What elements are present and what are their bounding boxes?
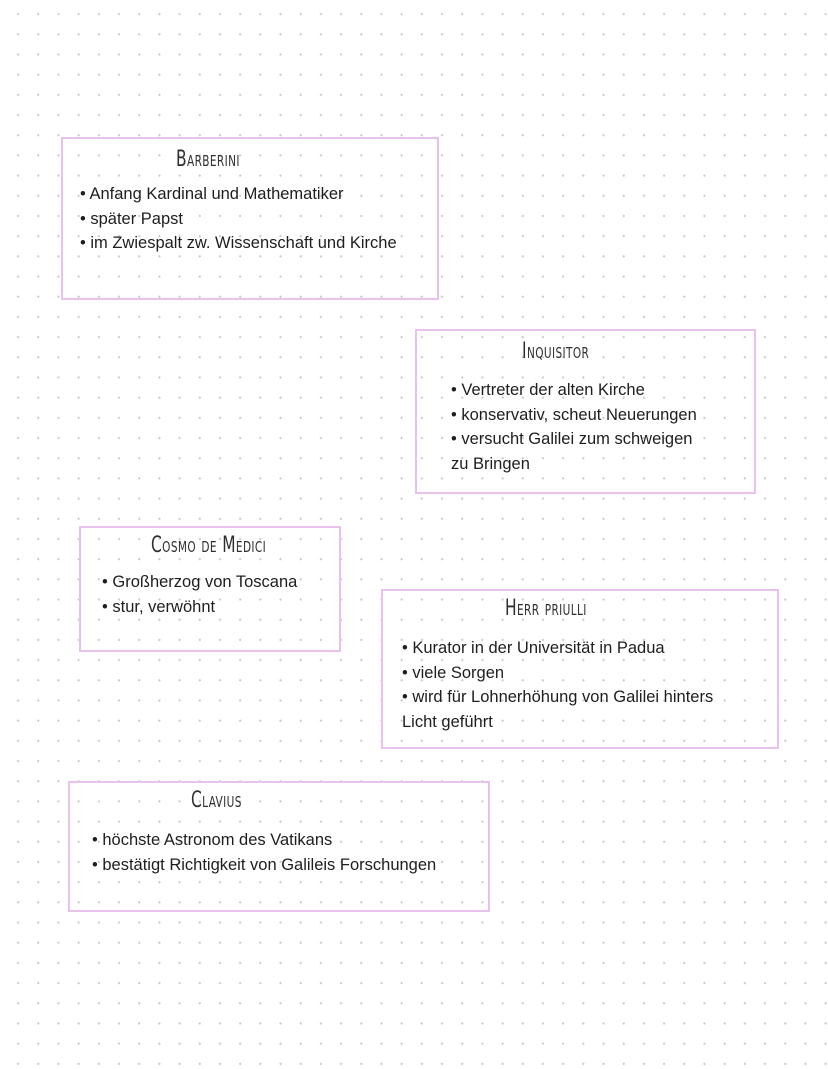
- card-notes: • Kurator in der Universität in Padua • …: [402, 636, 713, 734]
- card-inquisitor: Inquisitor • Vertreter der alten Kirche …: [415, 329, 756, 494]
- note-line: • konservativ, scheut Neuerungen: [451, 405, 697, 424]
- card-title: Cosmo de Medici: [151, 533, 267, 558]
- note-line: • versucht Galilei zum schweigen: [451, 430, 693, 448]
- note-line: • Anfang Kardinal und Mathematiker: [80, 185, 344, 203]
- note-line: • stur, verwöhnt: [102, 597, 216, 616]
- card-notes: • höchste Astronom des Vatikans • bestät…: [92, 828, 436, 877]
- card-title: Inquisitor: [522, 339, 590, 364]
- note-line: • Kurator in der Universität in Padua: [402, 639, 665, 657]
- card-title: Barberini: [176, 147, 240, 172]
- card-notes: • Anfang Kardinal und Mathematiker • spä…: [80, 182, 397, 256]
- note-line: Licht geführt: [402, 712, 493, 731]
- note-line: • bestätigt Richtigkeit von Galileis For…: [92, 855, 437, 874]
- card-notes: • Vertreter der alten Kirche • konservat…: [451, 378, 697, 476]
- note-line: • Vertreter der alten Kirche: [451, 381, 645, 399]
- card-notes: • Großherzog von Toscana • stur, verwöhn…: [102, 570, 297, 619]
- card-barberini: Barberini • Anfang Kardinal und Mathemat…: [61, 137, 439, 300]
- card-title: Herr priulli: [505, 596, 587, 621]
- note-line: • viele Sorgen: [402, 663, 505, 682]
- card-clavius: Clavius • höchste Astronom des Vatikans …: [68, 781, 490, 912]
- card-title: Clavius: [191, 788, 242, 813]
- note-line: • Großherzog von Toscana: [102, 573, 298, 591]
- note-line: zu Bringen: [451, 454, 530, 473]
- note-line: • im Zwiespalt zw. Wissenschaft und Kirc…: [80, 234, 397, 252]
- card-herr-priulli: Herr priulli • Kurator in der Universitä…: [381, 589, 779, 749]
- card-cosmo-de-medici: Cosmo de Medici • Großherzog von Toscana…: [79, 526, 341, 652]
- note-line: • später Papst: [80, 209, 183, 228]
- note-line: • höchste Astronom des Vatikans: [92, 831, 333, 849]
- note-line: • wird für Lohnerhöhung von Galilei hint…: [402, 688, 714, 706]
